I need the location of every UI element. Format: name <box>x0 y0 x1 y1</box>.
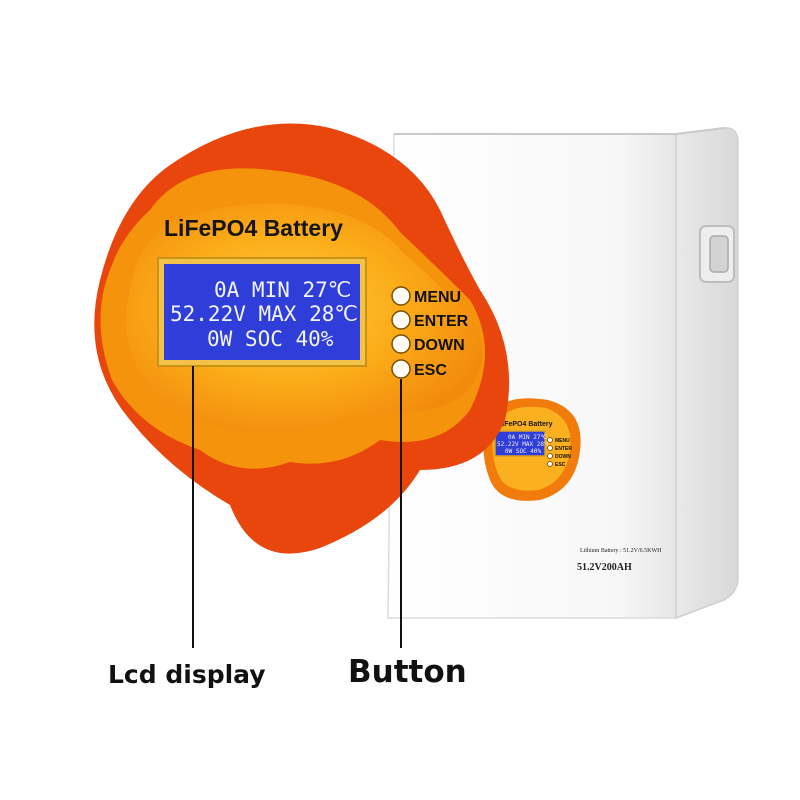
lcd-line-2: 52.22V MAX 28℃ <box>170 302 358 326</box>
small-btn-down: DOWN <box>555 454 571 460</box>
small-panel-brand: LiFePO4 Battery <box>498 421 553 428</box>
lcd-display-caption: Lcd display <box>108 660 266 689</box>
menu-button-label: MENU <box>414 289 461 306</box>
small-lcd-line-1: 0A MIN 27℃ <box>508 434 548 441</box>
lcd-screen <box>164 264 360 360</box>
panel-brand: LiFePO4 Battery <box>164 215 343 241</box>
small-button-group: MENU ENTER DOWN ESC <box>547 437 572 468</box>
enter-button[interactable]: ENTER <box>391 310 469 330</box>
enter-button-label: ENTER <box>414 313 469 330</box>
lcd-line-1: 0A MIN 27℃ <box>214 278 351 302</box>
cabinet-handle <box>699 225 735 283</box>
cabinet-top-edge <box>394 127 725 135</box>
esc-button-label: ESC <box>414 362 447 379</box>
small-lcd-line-2: 52.22V MAX 28℃ <box>497 441 551 448</box>
small-btn-esc: ESC <box>555 462 566 468</box>
small-btn-menu: MENU <box>555 438 570 444</box>
lcd-display: 0A MIN 27℃ 52.22V MAX 28℃ 0W SOC 40% <box>157 257 367 367</box>
down-button[interactable]: DOWN <box>391 334 465 354</box>
cabinet-model-label: 51.2V200AH <box>577 562 632 573</box>
menu-button[interactable]: MENU <box>391 286 461 306</box>
cabinet-small-panel: LiFePO4 Battery 0A MIN 27℃ 52.22V MAX 28… <box>483 398 581 501</box>
cabinet-label: Lithium Battery : 51.2V/6.5KWH 51.2V200A… <box>577 548 662 573</box>
panel-buttons: MENU ENTER DOWN ESC <box>391 286 469 379</box>
lcd-line-3: 0W SOC 40% <box>207 327 334 351</box>
esc-button[interactable]: ESC <box>391 359 447 379</box>
small-btn-enter: ENTER <box>555 446 572 452</box>
down-button-label: DOWN <box>414 337 465 354</box>
button-caption: Button <box>348 654 467 690</box>
cabinet-caption: Lithium Battery : 51.2V/6.5KWH <box>580 548 662 554</box>
small-lcd-line-3: 0W SOC 40% <box>505 448 542 455</box>
cabinet-side <box>675 127 739 620</box>
